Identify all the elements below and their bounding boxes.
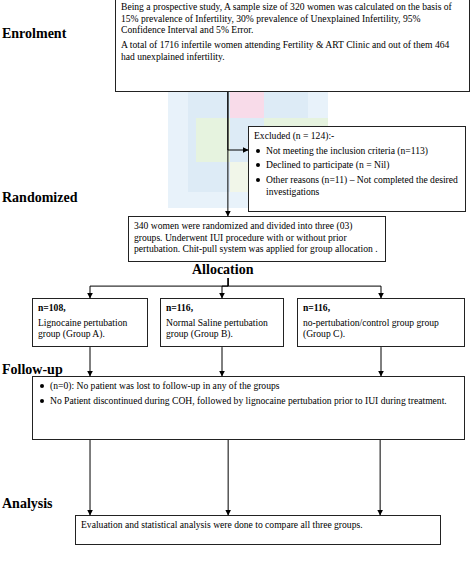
stage-label: Allocation: [190, 262, 255, 278]
bullet-text: Not meeting the inclusion criteria (n=11…: [254, 145, 460, 157]
box-text: 340 women were randomized and divided in…: [134, 220, 380, 255]
flow-arrow: [222, 347, 223, 376]
stage-label: Enrolment: [2, 26, 66, 42]
watermark-tile: [196, 118, 230, 162]
analysis-box: Evaluation and statistical analysis were…: [75, 515, 441, 545]
flow-arrow: [90, 440, 91, 515]
box-text: A total of 1716 infertile women attendin…: [121, 39, 464, 62]
box-text: n=116,: [303, 302, 459, 314]
flow-arrow: [228, 440, 229, 515]
stage-label: Randomized: [2, 190, 77, 206]
randomization-box: 340 women were randomized and divided in…: [128, 216, 386, 262]
flow-arrow: [381, 347, 382, 376]
box-text: no-pertubation/control group group (Grou…: [303, 317, 459, 340]
box-text: Normal Saline pertubation group (Group B…: [166, 317, 278, 340]
box-heading: Excluded (n = 124):-: [254, 130, 460, 142]
box-text: Being a prospective study, A sample size…: [121, 1, 464, 36]
flow-arrow: [380, 440, 381, 515]
group-box: n=116, no-pertubation/control group group…: [297, 298, 465, 347]
bullet-text: Declined to participate (n = Nil): [254, 159, 460, 171]
enrolment-box: Being a prospective study, A sample size…: [115, 0, 470, 92]
flow-arrow: [228, 92, 248, 150]
flow-arrow: [90, 347, 91, 376]
exclusion-box: Excluded (n = 124):- Not meeting the incl…: [248, 126, 466, 212]
follow-up-box: (n=0): No patient was lost to follow-up …: [32, 376, 465, 440]
bullet-text: No Patient discontinued during COH, foll…: [38, 395, 459, 407]
bullet-text: (n=0): No patient was lost to follow-up …: [38, 380, 459, 392]
group-box: n=108, Lignocaine pertubation group (Grou…: [32, 298, 148, 347]
box-text: n=116,: [166, 302, 278, 314]
bullet-text: Other reasons (n=11) – Not completed the…: [254, 174, 460, 197]
group-box: n=116, Normal Saline pertubation group (G…: [160, 298, 284, 347]
stage-label: Analysis: [2, 496, 53, 512]
box-text: Lignocaine pertubation group (Group A).: [38, 317, 142, 340]
flow-arrow: [227, 92, 228, 216]
stage-label: Follow-up: [2, 362, 63, 378]
box-text: n=108,: [38, 302, 142, 314]
box-text: Evaluation and statistical analysis were…: [81, 519, 435, 531]
